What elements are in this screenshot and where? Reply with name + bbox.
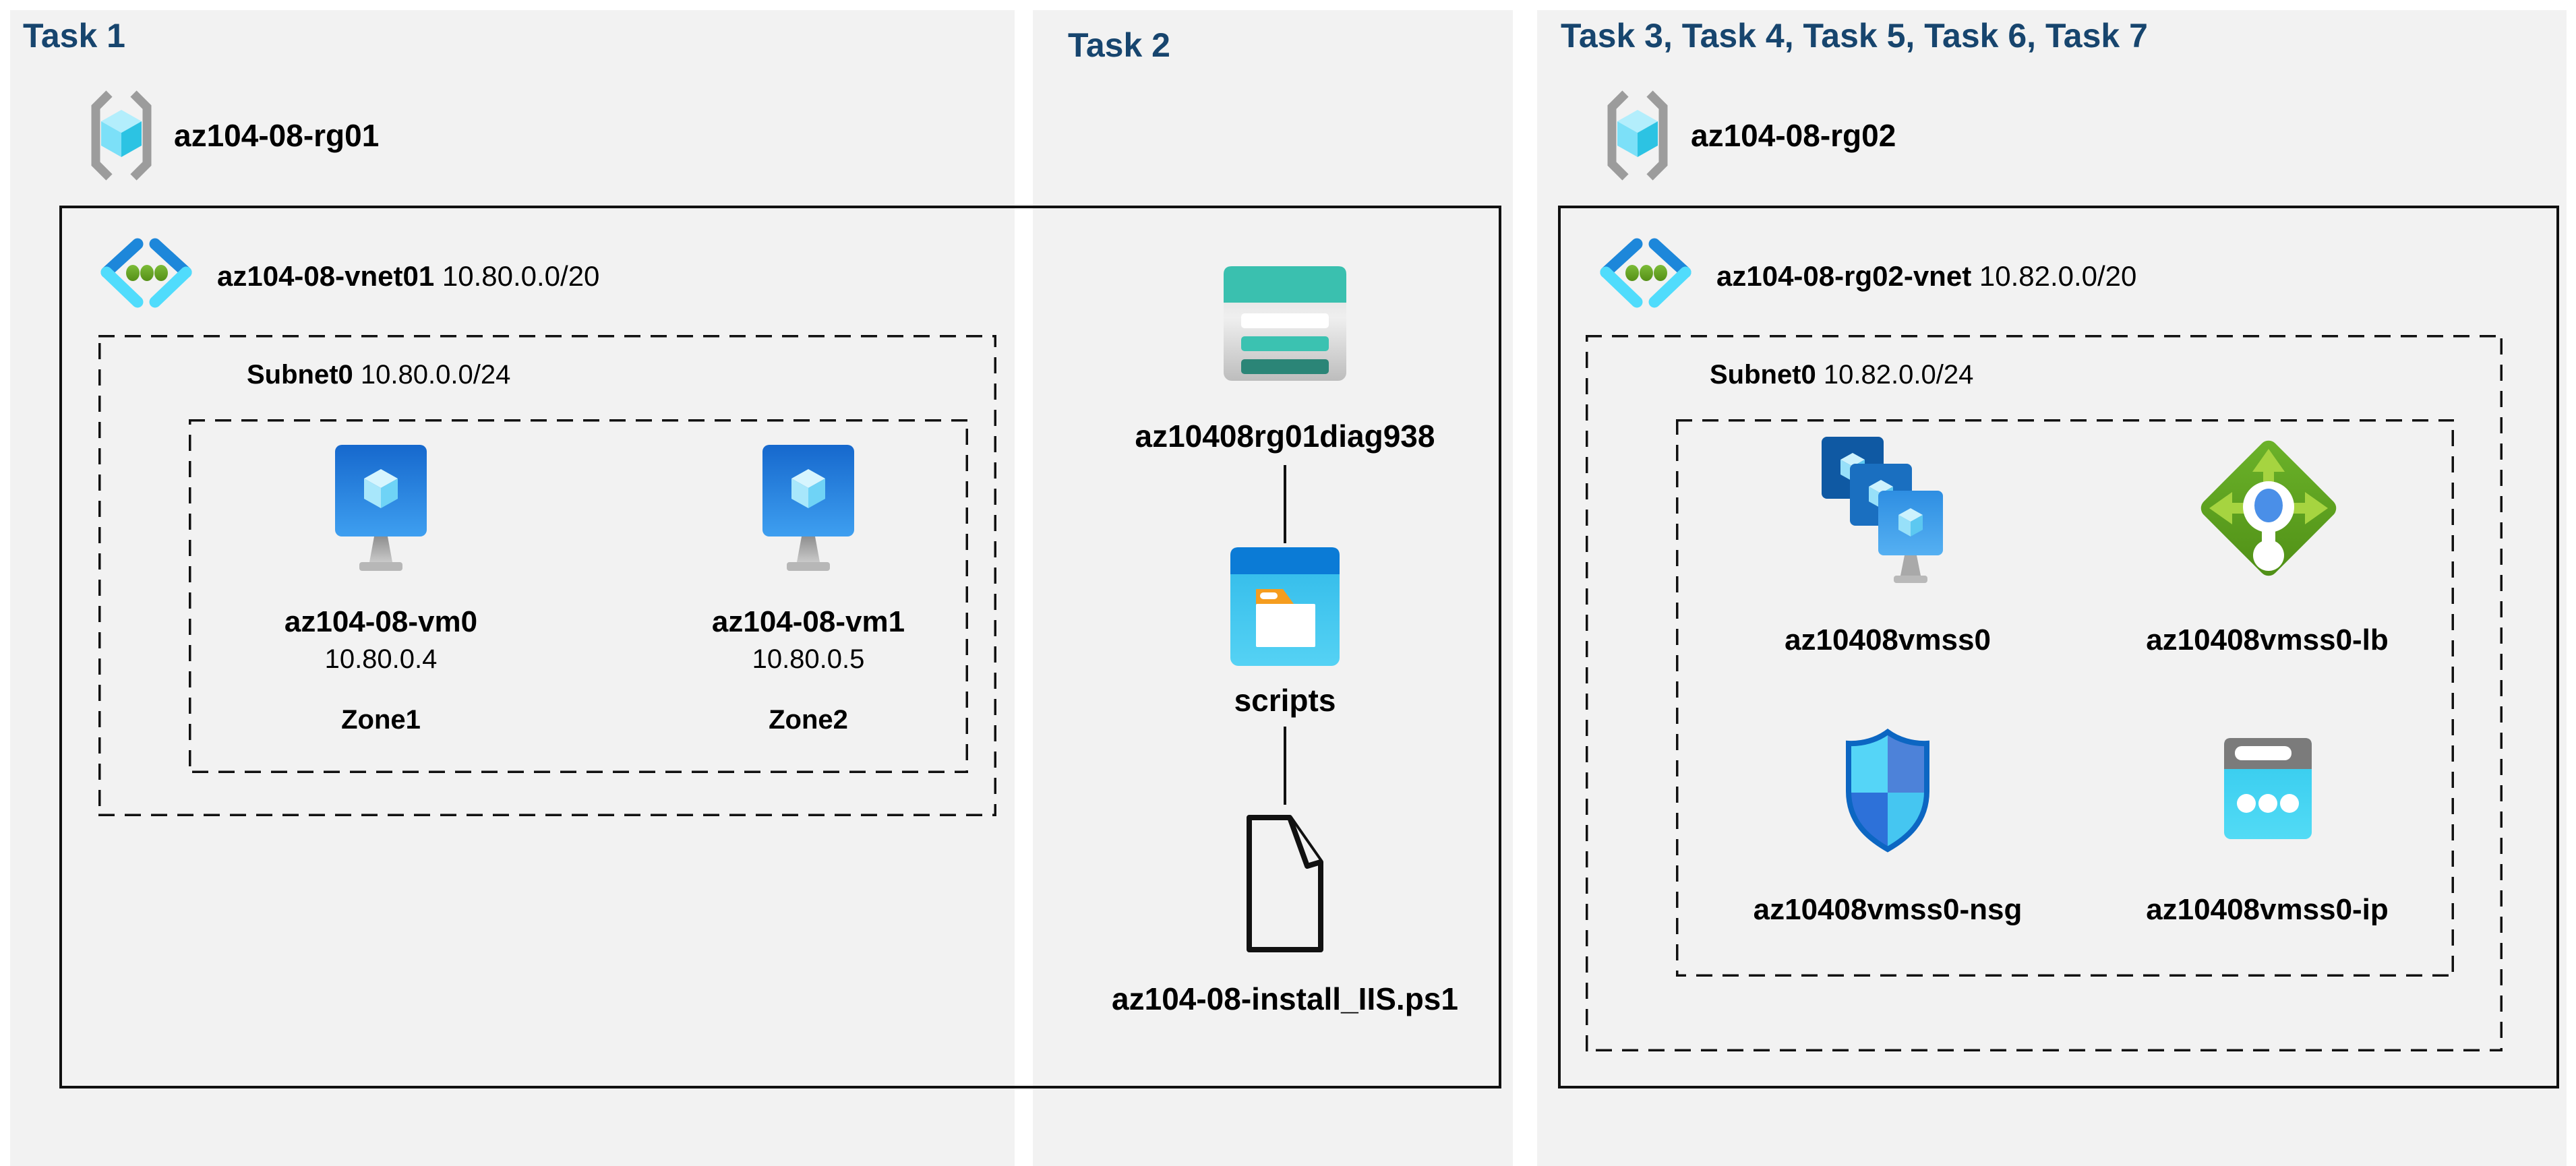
connector-line xyxy=(1284,727,1286,805)
subnet-label: Subnet0 10.82.0.0/24 xyxy=(1710,360,1973,390)
vm-ip: 10.80.0.4 xyxy=(324,644,438,674)
vnet-label: az104-08-vnet01 10.80.0.0/20 xyxy=(217,260,599,293)
vmss-name: az10408vmss0 xyxy=(1785,623,1991,656)
public-ip-icon xyxy=(2224,738,2312,839)
script-file-icon xyxy=(1247,815,1323,952)
task2-title: Task 2 xyxy=(1068,26,1170,64)
connector-line xyxy=(1284,465,1286,543)
subnet-name: Subnet0 xyxy=(247,360,353,390)
task1-panel xyxy=(10,10,1015,1166)
vnet-cidr: 10.82.0.0/20 xyxy=(1979,260,2137,292)
network-security-group-icon xyxy=(1846,729,1929,853)
nsg-name: az10408vmss0-nsg xyxy=(1753,893,2023,926)
vnet-name: az104-08-rg02-vnet xyxy=(1716,260,1972,292)
storage-account-name: az10408rg01diag938 xyxy=(1135,419,1435,454)
vnet-name: az104-08-vnet01 xyxy=(217,260,435,292)
storage-account-icon xyxy=(1224,266,1346,381)
load-balancer-name: az10408vmss0-lb xyxy=(2146,623,2389,656)
vm-scale-set-icon xyxy=(1822,437,1943,583)
task1-title: Task 1 xyxy=(23,17,125,55)
virtual-machine-icon xyxy=(335,445,427,571)
vm-name: az104-08-vm0 xyxy=(284,605,478,638)
vnet-cidr: 10.80.0.0/20 xyxy=(442,260,600,292)
vm-zone: Zone2 xyxy=(769,705,848,735)
virtual-machine-icon xyxy=(762,445,854,571)
subnet-label: Subnet0 10.80.0.0/24 xyxy=(247,360,510,390)
resource-group-icon xyxy=(91,90,152,181)
load-balancer-icon xyxy=(2200,440,2337,576)
vm-ip: 10.80.0.5 xyxy=(752,644,865,674)
blob-container-icon xyxy=(1230,547,1340,666)
task3-vnet-box xyxy=(1558,206,2559,1088)
public-ip-name: az10408vmss0-ip xyxy=(2146,893,2389,926)
script-file-name: az104-08-install_IIS.ps1 xyxy=(1112,981,1458,1016)
task3-title: Task 3, Task 4, Task 5, Task 6, Task 7 xyxy=(1561,17,2148,55)
resource-group-name: az104-08-rg01 xyxy=(174,118,380,153)
task1-vnet-box xyxy=(59,206,1501,1088)
virtual-network-icon xyxy=(1600,238,1691,308)
container-name: scripts xyxy=(1234,683,1336,718)
task3-panel xyxy=(1537,10,2567,1166)
vnet-label: az104-08-rg02-vnet 10.82.0.0/20 xyxy=(1716,260,2136,293)
resource-group-icon xyxy=(1607,90,1668,181)
subnet-cidr: 10.80.0.0/24 xyxy=(360,360,511,390)
subnet-name: Subnet0 xyxy=(1710,360,1816,390)
subnet-cidr: 10.82.0.0/24 xyxy=(1823,360,1974,390)
vm-name: az104-08-vm1 xyxy=(711,605,905,638)
vm-zone: Zone1 xyxy=(341,705,421,735)
virtual-network-icon xyxy=(100,238,192,308)
resource-group-name: az104-08-rg02 xyxy=(1691,118,1896,153)
